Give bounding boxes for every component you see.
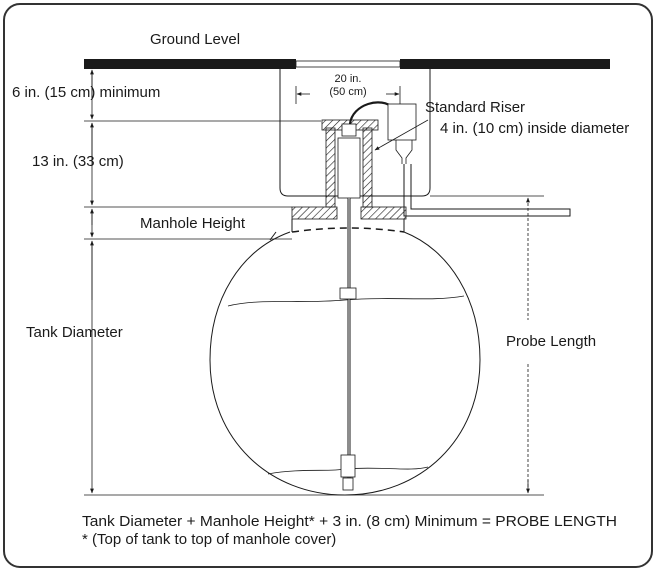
probe-length-label: Probe Length xyxy=(506,333,596,350)
tank-diameter-label: Tank Diameter xyxy=(26,324,123,341)
riser-pipe-wall-right xyxy=(362,127,373,208)
ground-slab-left xyxy=(84,59,296,69)
footnote-text: * (Top of tank to top of manhole cover) xyxy=(82,531,336,548)
conduit-fitting xyxy=(395,140,413,164)
float-lower xyxy=(340,454,356,478)
riser-height-label: 13 in. (33 cm) xyxy=(32,153,124,170)
ground-level-label: Ground Level xyxy=(150,31,240,48)
float-upper xyxy=(339,287,357,300)
fuel-level-line xyxy=(227,295,465,307)
ground-slab-right xyxy=(400,59,610,69)
riser-leader xyxy=(374,119,429,151)
probe-shaft xyxy=(339,198,357,491)
extension-lines xyxy=(84,67,544,496)
riser-width-cm-label: (50 cm) xyxy=(329,86,366,98)
manhole-neck xyxy=(291,219,405,232)
riser-pipe-wall-left xyxy=(325,127,336,208)
diagram-frame xyxy=(3,3,653,568)
riser-width-in-label: 20 in. xyxy=(335,73,362,85)
junction-box xyxy=(387,103,417,141)
conduit-pipe xyxy=(403,164,571,217)
riser-inside-diameter-label: 4 in. (10 cm) inside diameter xyxy=(440,120,629,137)
manhole-height-label: Manhole Height xyxy=(140,215,246,232)
riser-width-dimension xyxy=(295,86,401,104)
min-cover-label: 6 in. (15 cm) minimum xyxy=(12,84,160,101)
probe-foot xyxy=(342,477,354,491)
manhole-flange-right xyxy=(360,206,407,220)
standard-riser-label: Standard Riser xyxy=(425,99,525,116)
probe-head-cap xyxy=(341,123,357,137)
manhole-flange-left xyxy=(291,206,338,220)
probe-head xyxy=(337,137,361,199)
formula-text: Tank Diameter + Manhole Height* + 3 in. … xyxy=(82,513,617,530)
ground-opening xyxy=(295,60,401,68)
